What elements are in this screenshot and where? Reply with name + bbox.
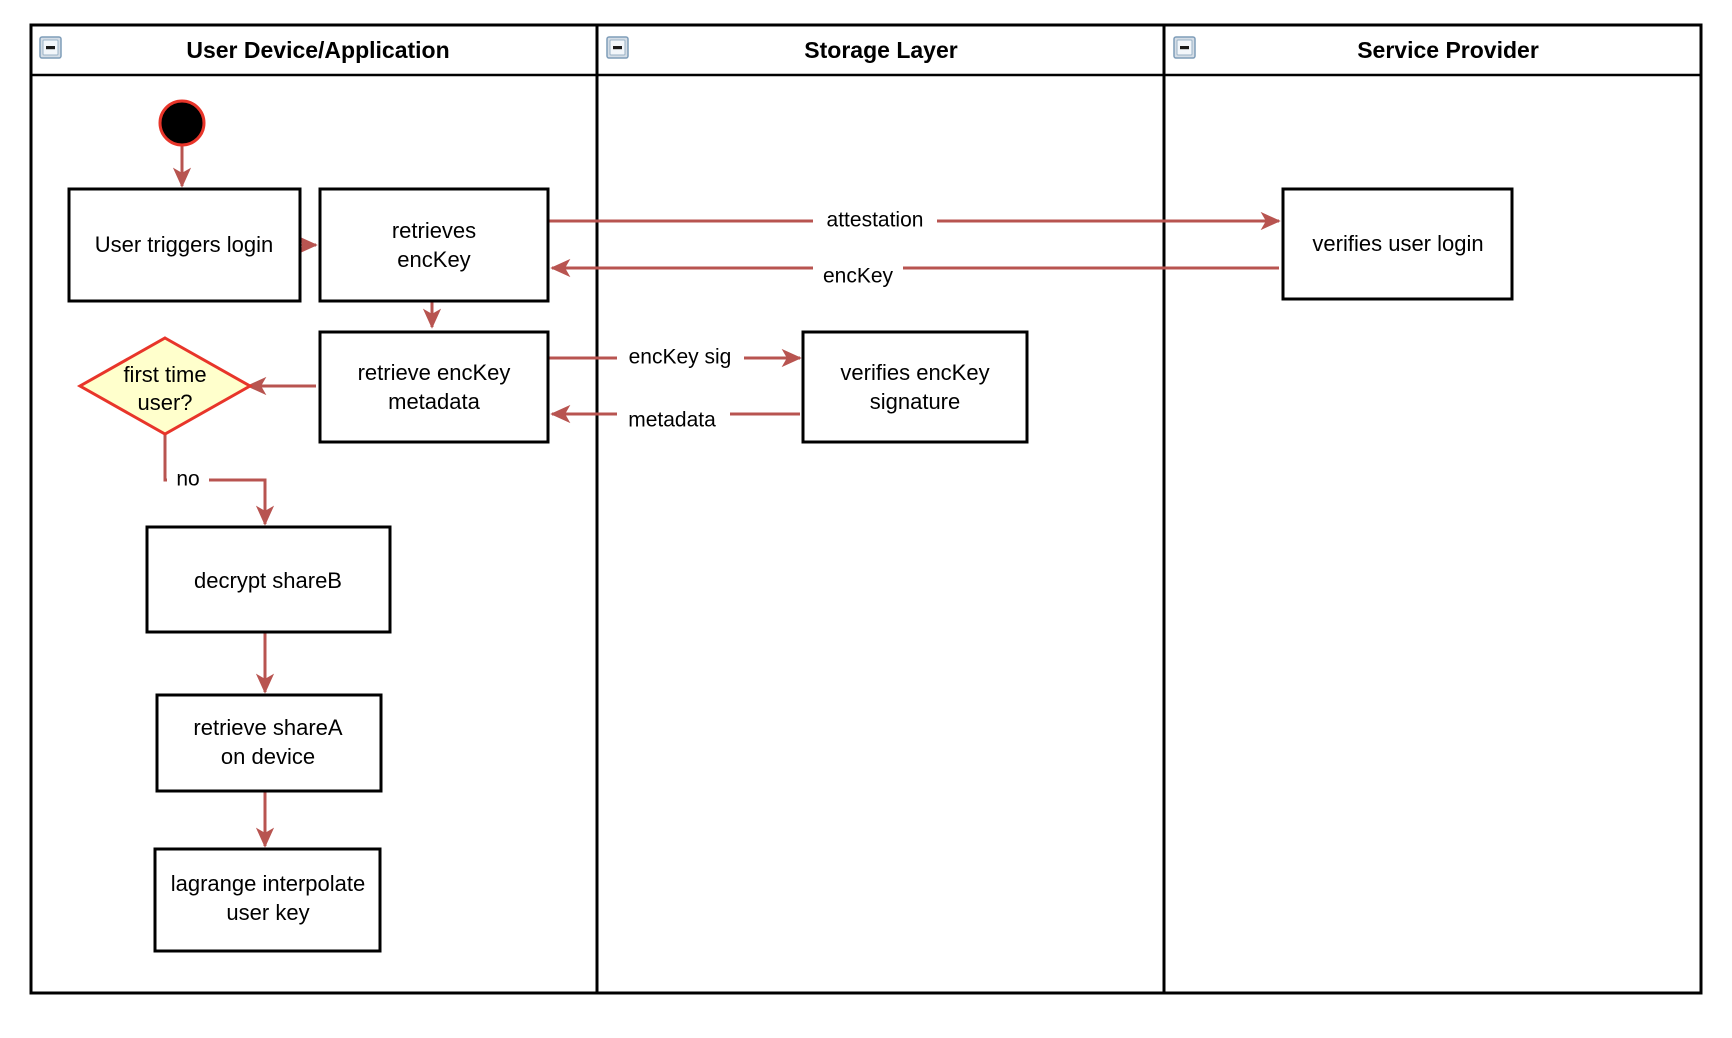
collapse-minus-icon[interactable] (606, 36, 629, 59)
node-label-verifies-user-login: verifies user login (1312, 231, 1483, 256)
activity-box[interactable] (1281, 187, 1514, 301)
node-label-retrieve-enckey-metadata-line1: retrieve encKey (358, 360, 511, 385)
edge-label-attestation: attestation (827, 209, 924, 232)
node-retrieve-sharea-on-device[interactable]: retrieve shareA on device (155, 693, 383, 793)
edge-metadata-to-verifies-sig: encKey sig (548, 344, 802, 371)
node-verifies-user-login[interactable]: verifies user login (1281, 187, 1514, 301)
edge-label-enckey: encKey (823, 265, 894, 288)
edge-verifies-sig-to-metadata: metadata (550, 404, 800, 435)
node-label-retrieves-enckey-line1: retrieves (392, 218, 476, 243)
edge-label-backdrop (617, 406, 730, 435)
swimlane-pool (29, 23, 1703, 995)
node-user-triggers-login[interactable]: User triggers login (67, 187, 302, 303)
node-label-first-time-user-line1: first time (123, 362, 206, 387)
node-label-lagrange-line2: user key (226, 900, 309, 925)
lane-title-storage-layer: Storage Layer (804, 37, 957, 63)
edge-label-backdrop (813, 262, 903, 291)
edge-verifies-login-to-retrieves: encKey (550, 258, 1279, 291)
node-label-retrieve-enckey-metadata-line2: metadata (388, 389, 480, 414)
node-label-retrieve-sharea-line2: on device (221, 744, 315, 769)
edge-label-backdrop (813, 207, 937, 234)
node-label-retrieves-enckey-line2: encKey (397, 247, 470, 272)
node-label-verifies-enckey-sig-line1: verifies encKey (840, 360, 989, 385)
lane-header-storage-layer[interactable]: Storage Layer (606, 36, 958, 63)
initial-node-circle[interactable] (158, 99, 206, 147)
node-label-user-triggers-login: User triggers login (95, 232, 274, 257)
node-lagrange-interpolate-user-key[interactable]: lagrange interpolate user key (153, 847, 382, 953)
edge-retrieves-to-verifies-login: attestation (548, 207, 1281, 234)
node-label-retrieve-sharea-line1: retrieve shareA (193, 715, 343, 740)
collapse-minus-icon[interactable] (1173, 36, 1196, 59)
node-start[interactable] (158, 99, 206, 147)
activity-box[interactable] (155, 693, 383, 793)
edge-label-backdrop (617, 344, 744, 371)
edge-label-backdrop (167, 467, 209, 494)
edge-label-enckey-sig: encKey sig (629, 346, 732, 369)
activity-box[interactable] (145, 525, 392, 634)
node-retrieves-enckey[interactable]: retrieves encKey (318, 187, 550, 303)
edge-label-metadata: metadata (628, 409, 716, 432)
pool-outer-border (29, 23, 1703, 995)
lane-header-user-device[interactable]: User Device/Application (39, 36, 450, 63)
collapse-minus-icon[interactable] (39, 36, 62, 59)
lane-header-service-provider[interactable]: Service Provider (1173, 36, 1539, 63)
node-retrieve-enckey-metadata[interactable]: retrieve encKey metadata (318, 330, 550, 444)
decision-diamond[interactable] (76, 336, 254, 436)
edge-label-no: no (176, 468, 199, 491)
node-label-decrypt-shareb: decrypt shareB (194, 568, 342, 593)
node-first-time-user[interactable]: first time user? (76, 336, 254, 436)
node-label-lagrange-line1: lagrange interpolate (171, 871, 365, 896)
node-label-verifies-enckey-sig-line2: signature (870, 389, 961, 414)
node-decrypt-shareb[interactable]: decrypt shareB (145, 525, 392, 634)
lane-title-service-provider: Service Provider (1357, 37, 1539, 63)
activity-box[interactable] (318, 330, 550, 444)
activity-box[interactable] (153, 847, 382, 953)
activity-box[interactable] (801, 330, 1029, 444)
node-label-first-time-user-line2: user? (137, 390, 192, 415)
lane-title-user-device: User Device/Application (186, 37, 449, 63)
activity-box[interactable] (318, 187, 550, 303)
activity-box[interactable] (67, 187, 302, 303)
node-verifies-enckey-signature[interactable]: verifies encKey signature (801, 330, 1029, 444)
edge-decision-to-decrypt: no (163, 424, 275, 526)
